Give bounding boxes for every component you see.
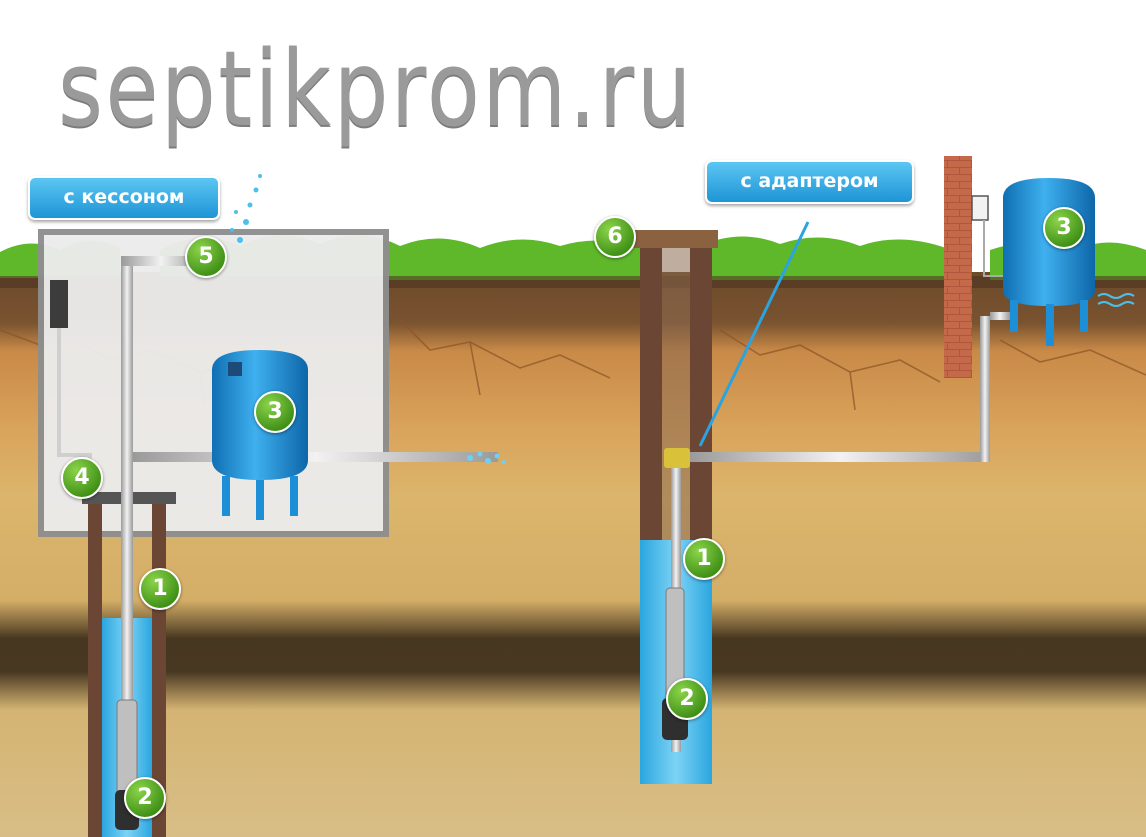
- badge-adapter-submersible-pump: 1: [683, 538, 725, 580]
- caisson-riser-pipe: [121, 258, 133, 818]
- badge-caisson-tank: 3: [254, 391, 296, 433]
- adapter-supply-pipe-horizontal: [690, 452, 990, 462]
- aquifer-shadow-band: [0, 600, 1146, 710]
- adapter-callout: с адаптером: [705, 160, 914, 204]
- house-tank-cable: [983, 220, 1004, 277]
- adapter-supply-pipe-vertical: [980, 316, 990, 462]
- badge-adapter-well-cap: 6: [594, 216, 636, 258]
- house-tank-outlet-pipe: [990, 312, 1010, 320]
- adapter-pointer-line: [698, 221, 810, 447]
- caisson-callout: с кессоном: [28, 176, 220, 220]
- site-watermark: septikprom.ru: [58, 28, 694, 150]
- badge-caisson-submersible-pump: 1: [139, 568, 181, 610]
- badge-house-tank: 3: [1043, 207, 1085, 249]
- badge-caisson-hatch: 5: [185, 236, 227, 278]
- water-splash-outlet-icon: [467, 451, 506, 464]
- caisson-outlet-pipe: [133, 452, 498, 462]
- adapter-fitting: [664, 448, 690, 468]
- wall-socket: [971, 195, 989, 221]
- badge-adapter-pump-bottom: 2: [666, 678, 708, 720]
- caisson-control-unit: [50, 280, 68, 328]
- caisson-hatch-pipe: [121, 256, 201, 266]
- badge-caisson-wellhead: 4: [61, 457, 103, 499]
- adapter-well-cap: [634, 230, 718, 248]
- caisson-pressure-tank: [212, 350, 308, 520]
- house-pressure-tank: [1003, 178, 1095, 346]
- house-brick-wall: [944, 156, 972, 378]
- water-flow-house-icon: [1097, 293, 1135, 307]
- water-splash-hatch-icon: [230, 174, 262, 243]
- caisson-well-casing-left: [88, 500, 102, 837]
- badge-caisson-pump-bottom: 2: [124, 777, 166, 819]
